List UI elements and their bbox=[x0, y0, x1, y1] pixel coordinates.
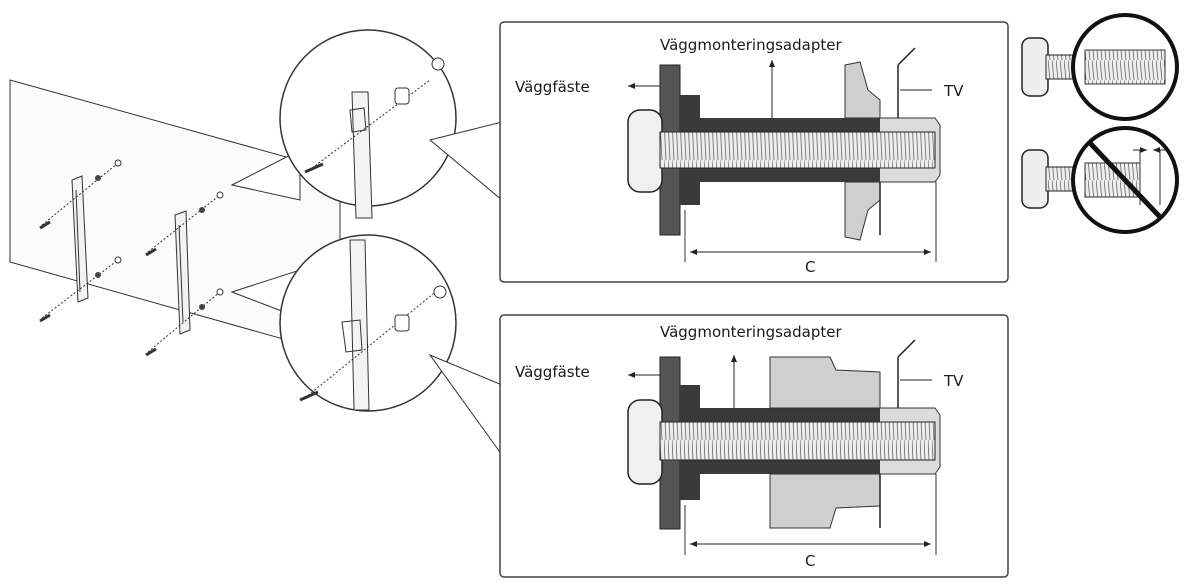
detail-box-bottom: Väggmonteringsadapter Väggfäste TV C bbox=[499, 314, 1009, 578]
tv-label-top: TV bbox=[943, 82, 964, 100]
screw-check-incorrect bbox=[1021, 126, 1179, 234]
dimension-label-top: C bbox=[805, 258, 815, 276]
adapter-label-top: Väggmonteringsadapter bbox=[660, 36, 842, 54]
adapter-label-bottom: Väggmonteringsadapter bbox=[660, 323, 842, 341]
bracket-label-top: Väggfäste bbox=[515, 78, 590, 96]
screw-check-correct bbox=[1021, 13, 1179, 121]
magnifier-top bbox=[230, 29, 457, 219]
bracket-label-bottom: Väggfäste bbox=[515, 363, 590, 381]
left-bracket bbox=[71, 175, 89, 303]
tv-label-bottom: TV bbox=[943, 372, 964, 390]
magnifier-bottom bbox=[230, 234, 457, 412]
exploded-screws bbox=[39, 159, 224, 357]
prohibited-slash-icon bbox=[1088, 141, 1162, 219]
right-bracket bbox=[174, 210, 191, 335]
dimension-label-bottom: C bbox=[805, 552, 815, 570]
callout-bottom bbox=[428, 353, 503, 457]
detail-box-top: Väggmonteringsadapter Väggfäste TV C bbox=[499, 21, 1009, 283]
